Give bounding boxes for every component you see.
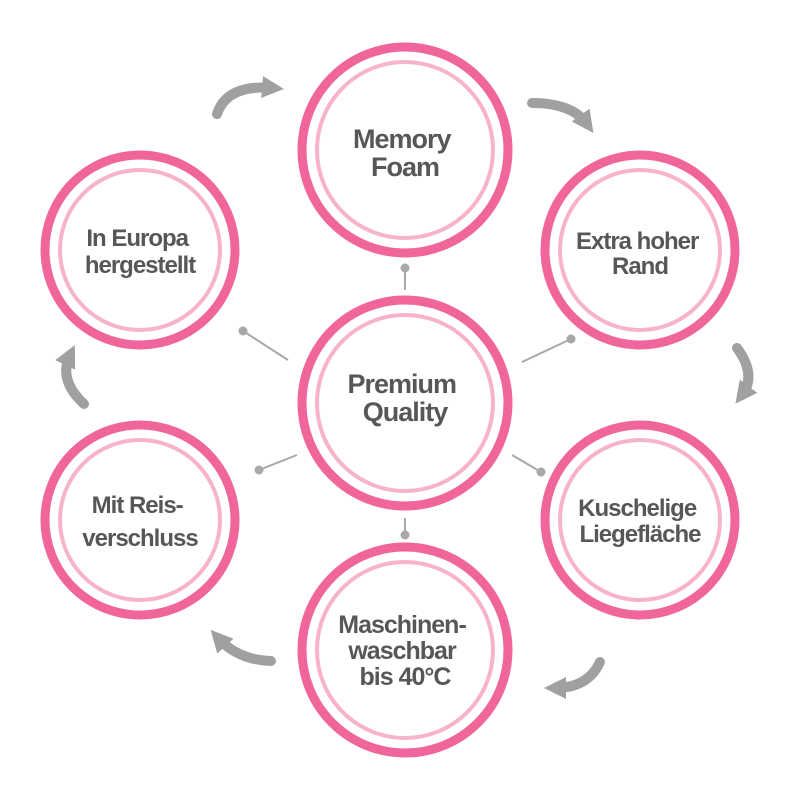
connector-mit-reisverschluss — [254, 454, 298, 475]
feature-node-kuschelige-liegeflaeche: Kuschelige Liegefläche — [540, 420, 740, 620]
cycle-arrows — [55, 76, 758, 699]
feature-node-in-europa-hergestellt: In Europa hergestellt — [40, 150, 240, 350]
connector-memory-foam — [400, 263, 410, 290]
feature-node-extra-hoher-rand: Extra hoher Rand — [540, 150, 740, 350]
feature-label-in-europa-hergestellt: In Europa hergestellt — [85, 225, 196, 279]
feature-label-maschinenwaschbar: Maschinen- waschbar bis 40°C — [338, 611, 471, 691]
feature-node-memory-foam: Memory Foam — [297, 42, 513, 258]
feature-label-memory-foam: Memory Foam — [353, 124, 457, 182]
feature-label-kuschelige-liegeflaeche: Kuschelige Liegefläche — [578, 495, 702, 548]
connector-extra-hoher-rand — [521, 334, 576, 363]
center-label: Premium Quality — [347, 369, 462, 427]
center-node-premium-quality: Premium Quality — [297, 295, 513, 511]
arrow-top-left — [212, 76, 284, 119]
arrow-right — [732, 343, 758, 404]
connector-maschinenwaschbar — [400, 518, 410, 540]
feature-label-mit-reisverschluss: Mit Reis- verschluss — [82, 492, 198, 552]
arrow-bottom-right — [544, 657, 605, 699]
connectors — [238, 263, 576, 540]
feature-node-mit-reisverschluss: Mit Reis- verschluss — [40, 420, 240, 620]
arrow-left — [55, 345, 89, 409]
feature-node-maschinenwaschbar: Maschinen- waschbar bis 40°C — [297, 542, 513, 758]
arrow-bottom-left — [210, 629, 276, 666]
feature-label-extra-hoher-rand: Extra hoher Rand — [576, 228, 704, 280]
arrow-top-right — [527, 98, 594, 133]
connector-kuschelige-liegeflaeche — [511, 454, 546, 477]
connector-in-europa — [238, 326, 289, 361]
